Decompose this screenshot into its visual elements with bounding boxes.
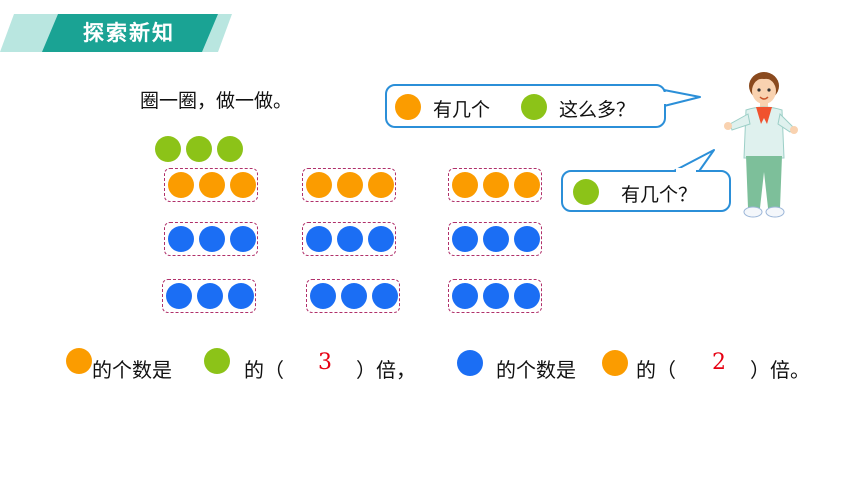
group-circle bbox=[448, 222, 542, 256]
sentence-part-6: ）倍。 bbox=[750, 358, 810, 382]
sentence-part-1: 的个数是 bbox=[92, 358, 172, 382]
group-circle bbox=[164, 168, 258, 202]
blue-dot bbox=[306, 226, 332, 252]
section-title: 探索新知 bbox=[83, 21, 175, 45]
answer-1: 3 bbox=[318, 350, 332, 375]
green-dot bbox=[573, 179, 599, 205]
group-circle bbox=[302, 222, 396, 256]
bubble-joint bbox=[662, 92, 668, 104]
blue-dot bbox=[168, 226, 194, 252]
blue-dot bbox=[452, 283, 478, 309]
blue-dot bbox=[452, 226, 478, 252]
orange-dot bbox=[452, 172, 478, 198]
orange-dot bbox=[66, 348, 92, 374]
bubble-text-a: 有几个 bbox=[433, 99, 491, 121]
bubble-text-b: 这么多？ bbox=[559, 99, 636, 121]
orange-dot bbox=[368, 172, 394, 198]
blue-dot bbox=[341, 283, 367, 309]
group-circle bbox=[306, 279, 400, 313]
blue-dot bbox=[483, 283, 509, 309]
boy-character bbox=[724, 72, 798, 218]
orange-dot bbox=[395, 94, 421, 120]
blue-dot bbox=[230, 226, 256, 252]
orange-dot bbox=[306, 172, 332, 198]
orange-dot bbox=[230, 172, 256, 198]
instruction-text: 圈一圈，做一做。 bbox=[140, 90, 293, 112]
sentence-part-3: ）倍， bbox=[356, 358, 416, 382]
group-circle bbox=[302, 168, 396, 202]
sentence-part-4: 的个数是 bbox=[496, 358, 576, 382]
sentence-part-5: 的（ bbox=[636, 358, 676, 382]
sentence-part-2: 的（ bbox=[244, 358, 284, 382]
bubble-joint bbox=[676, 168, 696, 174]
group-circle bbox=[162, 279, 256, 313]
green-dot bbox=[155, 136, 181, 162]
blue-dot bbox=[514, 226, 540, 252]
blue-dot bbox=[199, 226, 225, 252]
green-dot bbox=[204, 348, 230, 374]
speech-bubble-question-2: 有几个？ bbox=[561, 170, 731, 212]
blue-dot bbox=[514, 283, 540, 309]
blue-dot bbox=[337, 226, 363, 252]
group-circle bbox=[164, 222, 258, 256]
group-circle bbox=[448, 168, 542, 202]
blue-dot bbox=[483, 226, 509, 252]
blue-dot bbox=[197, 283, 223, 309]
blue-dot bbox=[368, 226, 394, 252]
blue-dot bbox=[310, 283, 336, 309]
orange-dot bbox=[602, 350, 628, 376]
green-dot bbox=[217, 136, 243, 162]
green-dot bbox=[521, 94, 547, 120]
speech-bubble-question-1: 有几个 这么多？ bbox=[385, 84, 666, 128]
blue-dot bbox=[166, 283, 192, 309]
orange-dot bbox=[337, 172, 363, 198]
green-dot bbox=[186, 136, 212, 162]
orange-dot bbox=[199, 172, 225, 198]
group-circle bbox=[448, 279, 542, 313]
blue-dot bbox=[372, 283, 398, 309]
blue-dot bbox=[228, 283, 254, 309]
bubble-text: 有几个？ bbox=[621, 184, 698, 206]
answer-2: 2 bbox=[712, 350, 726, 375]
blue-dot bbox=[457, 350, 483, 376]
orange-dot bbox=[483, 172, 509, 198]
orange-dot bbox=[514, 172, 540, 198]
header-banner bbox=[42, 14, 218, 52]
orange-dot bbox=[168, 172, 194, 198]
